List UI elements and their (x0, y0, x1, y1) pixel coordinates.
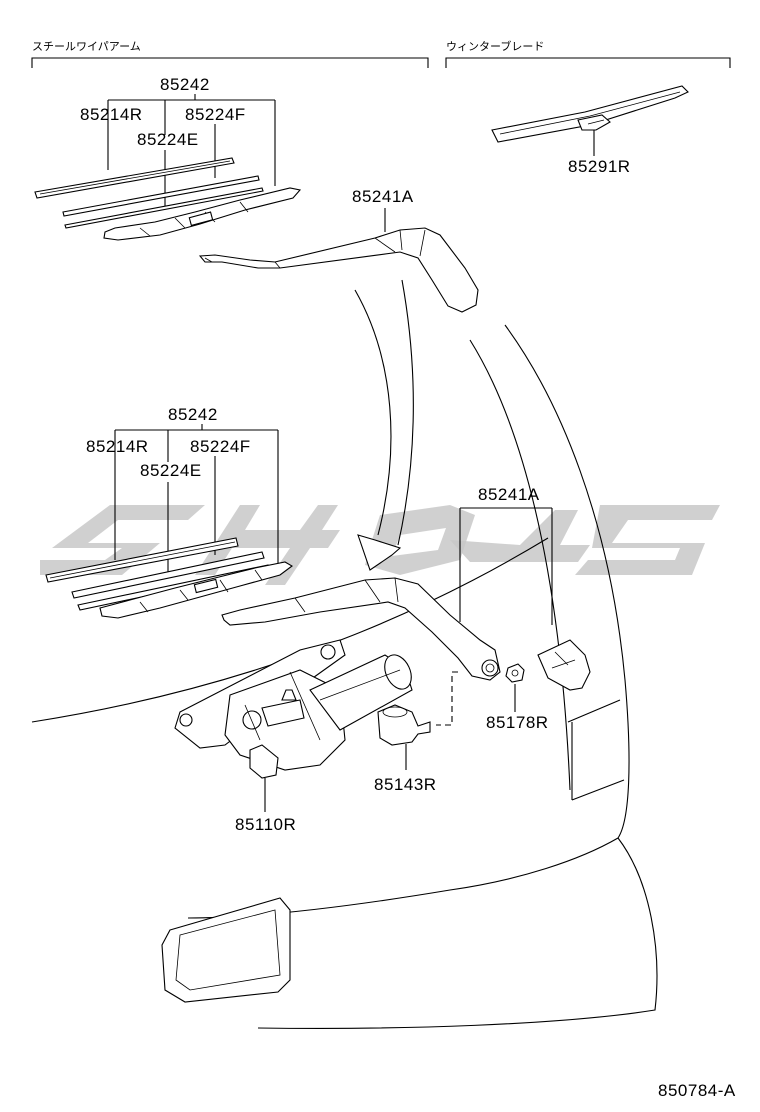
mid-wiper-blade-frame (99, 561, 293, 619)
mid-arm-bracket (459, 507, 553, 625)
mid-wiper-insert-f (71, 551, 265, 599)
nut-part (505, 663, 525, 683)
grommet-part (377, 704, 431, 746)
install-arrow (354, 279, 414, 571)
arm-cap (537, 639, 591, 691)
label-85224E-top: 85224E (137, 130, 199, 149)
top-wiper-blade-frame (103, 187, 302, 241)
label-85242-mid: 85242 (168, 405, 218, 424)
label-85241A-top: 85241A (352, 187, 414, 206)
dashed-link-grommet (436, 671, 458, 726)
mid-wiper-refill (45, 537, 239, 583)
mid-wiper-arm (221, 577, 501, 681)
section-title-steel-arm: スチールワイパアーム (32, 40, 141, 53)
label-85178R: 85178R (486, 713, 549, 732)
label-85224E-mid: 85224E (140, 461, 202, 480)
label-85242-top: 85242 (160, 75, 210, 94)
label-85214R-mid: 85214R (86, 437, 149, 456)
label-85143R: 85143R (374, 775, 437, 794)
top-wiper-insert-e (64, 187, 264, 229)
section-winter-blade: ウィンターブレード (445, 39, 731, 68)
top-wiper-insert-f (62, 175, 260, 217)
section-steel-wiper-arm: スチールワイパアーム (31, 40, 429, 68)
label-85241A-mid: 85241A (478, 485, 540, 504)
winter-blade-part (491, 85, 689, 143)
vehicle-body-outline (31, 324, 658, 1029)
watermark-logo (40, 505, 720, 585)
label-85214R-top: 85214R (80, 105, 143, 124)
label-85224F-mid: 85224F (190, 437, 251, 456)
top-wiper-arm (198, 227, 479, 313)
wiper-motor (174, 639, 413, 779)
section-title-winter-blade: ウィンターブレード (446, 39, 544, 53)
label-85291R: 85291R (568, 157, 631, 176)
label-85224F-top: 85224F (185, 105, 246, 124)
diagram-code: 850784-A (658, 1081, 736, 1100)
top-wiper-refill (34, 157, 235, 199)
label-85110R: 85110R (235, 815, 296, 834)
